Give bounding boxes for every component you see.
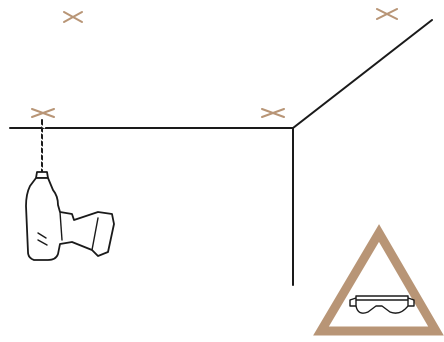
x-mark-icon	[376, 8, 398, 20]
safety-goggles-icon	[349, 295, 415, 314]
x-mark-icon	[31, 108, 55, 118]
room-corner	[9, 19, 433, 286]
drill-bit	[38, 119, 46, 173]
x-mark-icon	[261, 108, 285, 118]
x-mark-icon	[63, 11, 83, 23]
drill-icon	[25, 119, 115, 261]
drill-marks	[31, 8, 398, 118]
warning-triangle-icon	[313, 224, 444, 336]
ceiling-edge-diagonal	[292, 19, 433, 129]
